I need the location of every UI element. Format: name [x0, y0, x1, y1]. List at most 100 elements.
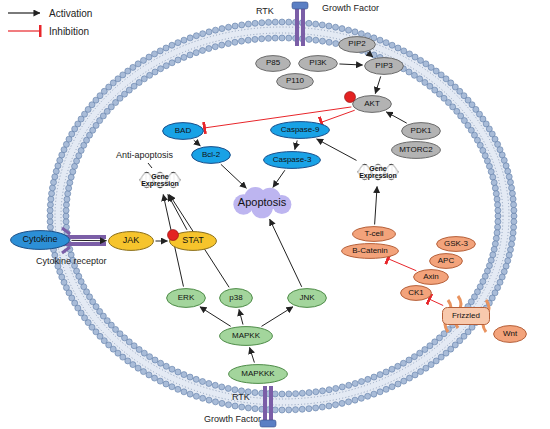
lipid-head	[495, 224, 501, 230]
lipid-head	[511, 202, 517, 208]
lipid-head	[319, 22, 325, 28]
lipid-head	[252, 20, 258, 26]
lipid-head	[494, 230, 500, 236]
protein-node: AKT	[352, 95, 392, 113]
lipid-head	[63, 213, 69, 219]
lipid-head	[187, 35, 193, 41]
protein-node: PIP3	[364, 57, 404, 75]
protein-node: JAK	[108, 231, 154, 251]
lipid-head	[299, 406, 305, 412]
lipid-head	[389, 42, 395, 48]
lipid-head	[299, 390, 305, 396]
lipid-head	[495, 219, 501, 225]
lipid-head	[65, 191, 71, 197]
lipid-head	[490, 174, 496, 180]
lipid-head	[225, 402, 231, 408]
node-text: p38	[229, 294, 242, 302]
node-text: MAPKKK	[241, 370, 274, 378]
lipid-head	[49, 190, 55, 196]
lipid-head	[377, 37, 383, 43]
lipid-head	[175, 386, 181, 392]
lipid-head	[146, 54, 152, 60]
activation-arrow	[295, 140, 297, 149]
lipid-head	[169, 384, 175, 390]
activation-arrow	[261, 307, 293, 327]
lipid-head	[365, 376, 371, 382]
lipid-head	[427, 83, 433, 89]
activation-arrow	[270, 219, 302, 287]
protein-node: MTORC2	[391, 141, 441, 159]
lipid-head	[63, 202, 69, 208]
lipid-head	[51, 179, 57, 185]
lipid-head	[352, 29, 358, 35]
lipid-head	[135, 365, 141, 371]
lipid-head	[152, 51, 158, 57]
lipid-tails	[55, 27, 509, 405]
protein-node: ERK	[166, 288, 206, 308]
node-text: Axin	[423, 273, 439, 281]
protein-node: APC	[429, 253, 463, 269]
lipid-head	[219, 26, 225, 32]
lipid-head	[286, 35, 292, 41]
lipid-head	[130, 64, 136, 70]
lipid-head	[319, 404, 325, 410]
lipid-head	[47, 219, 53, 225]
lipid-head	[383, 386, 389, 392]
lipid-head	[187, 52, 193, 58]
activation-arrow	[317, 139, 357, 160]
lipid-heads	[63, 35, 501, 397]
protein-node: Axin	[413, 269, 449, 285]
protein-node: PI3K	[298, 55, 338, 72]
lipid-head	[125, 68, 131, 74]
node-text: P85	[266, 59, 280, 67]
lipid-head	[432, 339, 438, 345]
lipid-head	[225, 41, 231, 47]
lipid-head	[406, 357, 412, 363]
lipid-head	[239, 404, 245, 410]
inhibition-line	[429, 299, 443, 305]
lipid-head	[306, 20, 312, 26]
protein-node: PDK1	[401, 122, 441, 140]
lipid-head	[169, 60, 175, 66]
lipid-head	[140, 369, 146, 375]
lipid-head	[423, 365, 429, 371]
lipid-head	[136, 79, 142, 85]
lipid-head	[313, 37, 319, 43]
lipid-head	[126, 87, 132, 93]
lipid-head	[493, 235, 499, 241]
lipid-head	[232, 403, 238, 409]
lipid-head	[401, 378, 407, 384]
lipid-head	[163, 363, 169, 369]
lipid-head	[510, 196, 516, 202]
node-text: Caspase-3	[273, 156, 312, 164]
lipid-head	[206, 46, 212, 52]
lipid-head	[438, 354, 444, 360]
lipid-head	[495, 202, 501, 208]
lipid-head	[509, 190, 515, 196]
lipid-head	[52, 174, 58, 180]
lipid-head	[131, 343, 137, 349]
activation-arrow	[375, 187, 377, 225]
lipid-head	[239, 22, 245, 28]
lipid-head	[371, 374, 377, 380]
lipid-head	[313, 21, 319, 27]
node-text: MAPKK	[232, 332, 260, 340]
activation-arrow	[168, 195, 187, 230]
lipid-head	[406, 69, 412, 75]
lipid-head	[245, 21, 251, 27]
lipid-head	[346, 382, 352, 388]
lipid-head	[417, 350, 423, 356]
lipid-head	[319, 388, 325, 394]
lipid-head	[175, 40, 181, 46]
protein-node: B-Catenin	[341, 243, 399, 259]
node-text: GSK-3	[444, 240, 468, 248]
lipid-head	[326, 23, 332, 29]
lipid-head	[509, 241, 515, 247]
lipid-head	[395, 45, 401, 51]
lipid-head	[212, 44, 218, 50]
lipid-head	[503, 263, 509, 269]
ligand-label: RTK	[232, 392, 250, 402]
lipid-head	[193, 393, 199, 399]
lipid-head	[427, 343, 433, 349]
lipid-head	[339, 384, 345, 390]
